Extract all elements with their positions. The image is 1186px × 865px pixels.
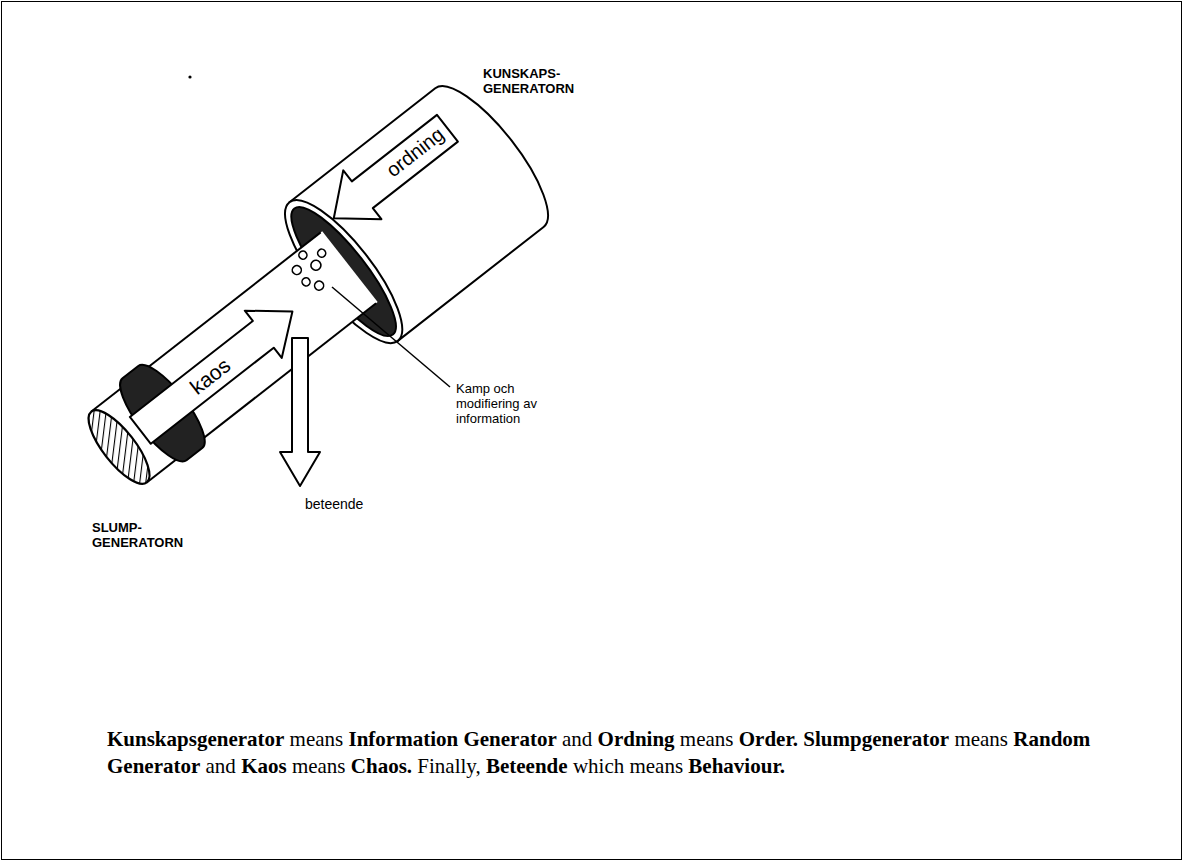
- arrow-label: beteende: [305, 496, 363, 513]
- caption-word: Ordning: [598, 727, 675, 751]
- generator-title: KUNSKAPS- GENERATORN: [483, 66, 574, 96]
- caption-word: Beteende: [486, 754, 568, 778]
- caption-word: Behaviour.: [688, 754, 785, 778]
- behaviour-arrow: [280, 338, 320, 486]
- caption-word: Random: [1013, 727, 1090, 751]
- caption-word: which: [573, 754, 624, 778]
- caption-word: means: [954, 727, 1008, 751]
- caption-word: means: [290, 727, 344, 751]
- caption-word: Order.: [739, 727, 798, 751]
- chaos-arrow: [122, 288, 311, 454]
- caption-word: Kunskapsgenerator: [107, 727, 284, 751]
- caption: Kunskapsgenerator means Information Gene…: [107, 726, 1173, 780]
- generator-title: SLUMP- GENERATORN: [92, 520, 183, 550]
- order-arrow: [314, 104, 466, 242]
- caption-word: Slumpgenerator: [803, 727, 949, 751]
- caption-word: means: [629, 754, 683, 778]
- caption-word: Chaos.: [351, 754, 412, 778]
- caption-word: Finally,: [417, 754, 480, 778]
- callout-label: Kamp och modifiering av information: [456, 381, 560, 426]
- caption-word: means: [292, 754, 346, 778]
- caption-word: Generator: [107, 754, 200, 778]
- caption-word: and: [206, 754, 236, 778]
- caption-word: means: [680, 727, 734, 751]
- caption-word: Generator: [463, 727, 556, 751]
- caption-word: Kaos: [241, 754, 287, 778]
- speck: [188, 75, 191, 78]
- caption-word: and: [562, 727, 592, 751]
- leader-line: [332, 287, 450, 387]
- caption-word: Information: [349, 727, 459, 751]
